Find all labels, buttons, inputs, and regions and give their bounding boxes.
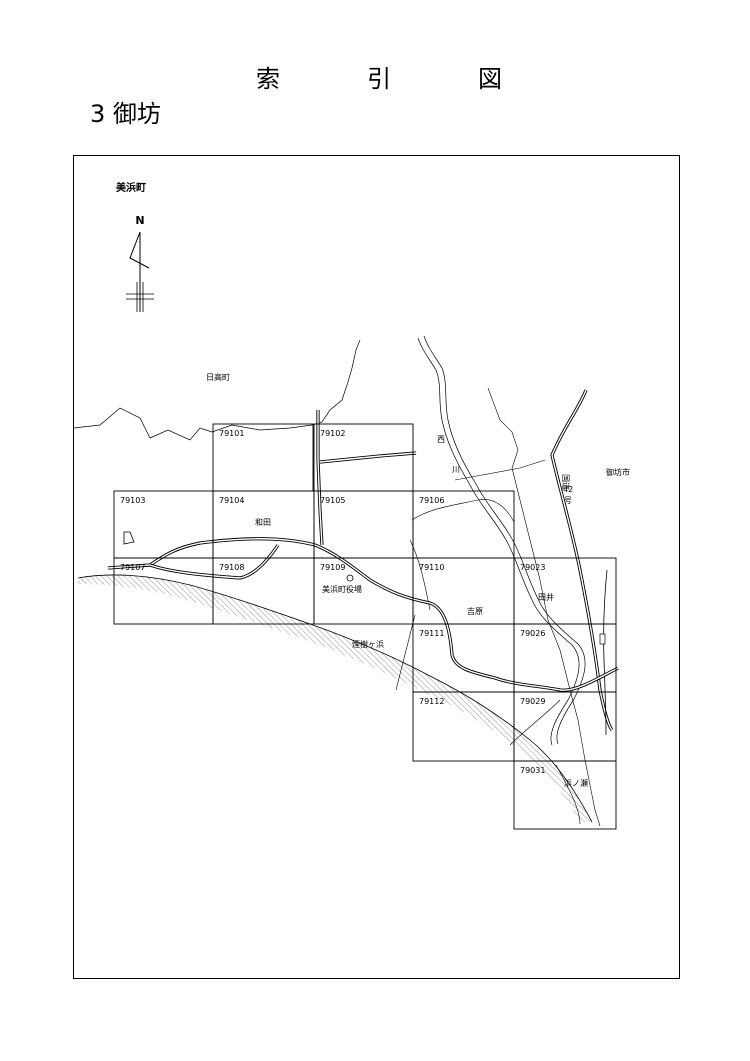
nishikawa-river (417, 337, 580, 746)
sheet-number-label: 79106 (419, 496, 444, 505)
town-label: 美浜町 (116, 181, 146, 194)
city-boundary (487, 387, 601, 827)
river-label-kawa: 川 (452, 465, 460, 474)
local-road (395, 614, 416, 691)
title-char-1: 索 (256, 65, 280, 93)
sheet-number-label: 79103 (120, 496, 145, 505)
title-char-3: 図 (478, 65, 502, 93)
sheet-number-label: 79102 (320, 429, 345, 438)
municipal-boundary (73, 339, 361, 441)
river-label-ni: 西 (437, 435, 445, 444)
sheet-number-label: 79026 (520, 629, 545, 638)
local-road (454, 459, 546, 481)
sheet-number-label: 79107 (120, 563, 145, 572)
sheet-number-label: 79023 (520, 563, 545, 572)
sheet-number-label: 79104 (219, 496, 244, 505)
place-hamanose: 浜ノ瀬 (564, 778, 588, 788)
coastline (77, 574, 593, 823)
sheet-number-label: 79110 (419, 563, 444, 572)
sheet-number-label: 79108 (219, 563, 244, 572)
route-label-kokudo: 国道 (561, 474, 571, 490)
national-route-42-inner (551, 389, 613, 731)
national-route-42 (550, 389, 614, 731)
town-hall-marker (346, 574, 354, 582)
north-label: N (135, 214, 144, 227)
sheet-number-label: 79101 (219, 429, 244, 438)
sheet-number-label: 79031 (520, 766, 545, 775)
place-wada: 和田 (255, 518, 271, 527)
railway (603, 569, 608, 736)
place-yoshihara: 吉原 (467, 607, 483, 616)
local-road (509, 699, 561, 746)
station-marker (599, 633, 606, 645)
sheet-number-label: 79105 (320, 496, 345, 505)
place-mihama-office: 美浜町役場 (322, 584, 362, 594)
sheet-number-label: 79029 (520, 697, 545, 706)
place-hidaka-town: 日高町 (206, 372, 230, 382)
local-road (411, 499, 515, 523)
local-road (555, 764, 581, 825)
place-enjugahama: 煙樹ヶ浜 (352, 639, 384, 649)
pond (123, 531, 135, 545)
sheet-number-label: 79111 (419, 629, 444, 638)
north-arrow-icon (126, 231, 154, 312)
main-road (107, 410, 619, 692)
title-char-2: 引 (367, 65, 391, 93)
sheet-grid: 79101 79102 79103 79104 79105 79106 79107 79108… (113, 423, 617, 830)
route-label-go: 号 (564, 496, 572, 505)
sheet-number-label: 79112 (419, 697, 444, 706)
nishikawa-river-bank (423, 335, 586, 745)
beach-hatching (78, 574, 592, 822)
sheet-number-label: 79109 (320, 563, 345, 572)
route-label-num: 42 (563, 485, 573, 494)
map-frame (73, 155, 680, 979)
place-tai: 田井 (538, 592, 554, 602)
place-gobo-city: 御坊市 (606, 467, 630, 477)
area-subtitle: 3 御坊 (90, 100, 161, 128)
sheet-cell[interactable] (513, 760, 617, 830)
index-map-title: 索 引 図 (0, 62, 750, 96)
